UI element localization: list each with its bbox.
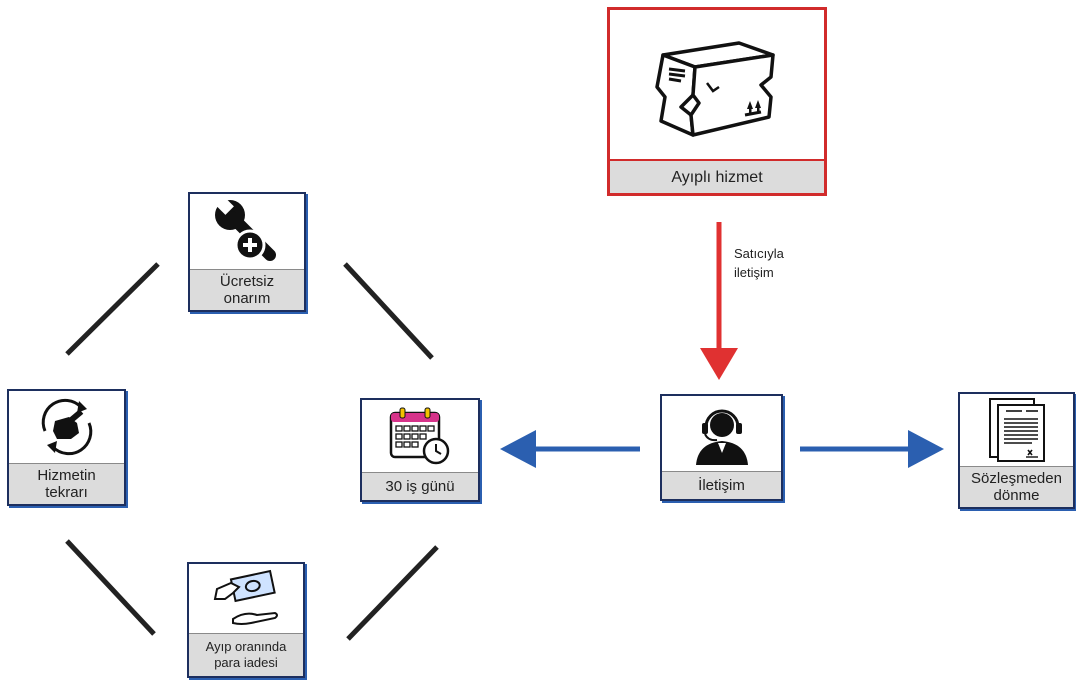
node-thirty-business-days: 30 iş günü — [360, 398, 480, 502]
node-free-repair: Ücretsiz onarım — [188, 192, 306, 312]
node-label: Sözleşmeden dönme — [960, 466, 1073, 507]
arrow-defect-to-contact — [700, 222, 738, 380]
node-label: İletişim — [662, 471, 781, 499]
node-label: Ayıp oranında para iadesi — [189, 633, 303, 676]
arrow-contact-to-cancel — [800, 430, 944, 468]
connector-repair-to-repeat — [65, 262, 160, 356]
damaged-box-icon — [655, 40, 775, 137]
headset-agent-icon — [695, 409, 748, 465]
wrench-plus-icon — [214, 198, 276, 261]
node-label: Hizmetin tekrarı — [9, 463, 124, 504]
arrow-label-contact-seller: Satıcıyla iletişim — [734, 246, 784, 280]
connector-30days-to-refund — [346, 545, 439, 641]
node-label: 30 iş günü — [362, 472, 478, 500]
node-contact: İletişim — [660, 394, 783, 501]
node-label: Ayıplı hizmet — [610, 159, 824, 193]
repeat-service-icon — [41, 398, 92, 456]
node-service-repeat: Hizmetin tekrarı — [7, 389, 126, 506]
connector-repair-to-30days — [343, 262, 434, 360]
node-label: Ücretsiz onarım — [190, 269, 304, 310]
money-hand-icon — [213, 569, 278, 625]
node-defective-service: Ayıplı hizmet — [607, 7, 827, 196]
connector-repeat-to-refund — [65, 539, 156, 636]
node-contract-cancel: Sözleşmeden dönme — [958, 392, 1075, 509]
node-partial-refund: Ayıp oranında para iadesi — [187, 562, 305, 678]
calendar-clock-icon — [389, 407, 450, 465]
arrow-contact-to-30days — [500, 430, 640, 468]
contract-document-icon — [988, 398, 1045, 462]
